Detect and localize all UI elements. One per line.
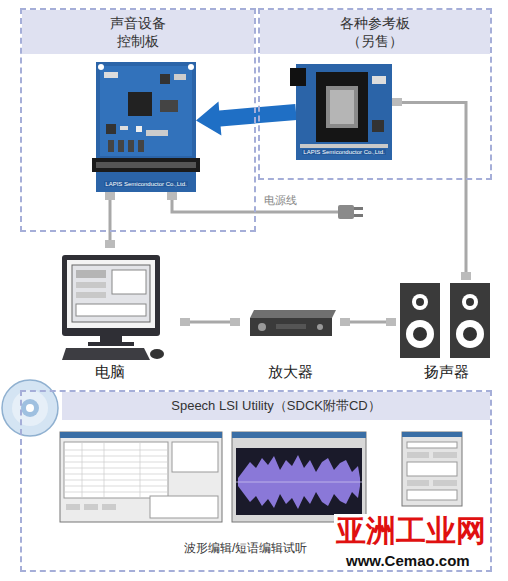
label-wrap: 电脑 <box>40 363 180 382</box>
board-label: LAPIS Semiconductor Co.,Ltd. <box>104 181 187 187</box>
device-label: 电脑 <box>95 363 125 380</box>
header-band: Speech LSI Utility（SDCK附带CD） <box>62 392 490 420</box>
board-label-strip: LAPIS Semiconductor Co.,Ltd. <box>96 172 196 190</box>
amplifier-icon: 放大器 <box>240 300 340 384</box>
computer-icon: 电脑 <box>40 248 180 384</box>
region-panel: 各种参考板 （另售） LAPIS Semiconductor Co.,Ltd. <box>258 8 492 180</box>
device-label: 放大器 <box>268 363 313 380</box>
board-photo: LAPIS Semiconductor Co.,Ltd. <box>296 64 392 160</box>
speaker-icon: 扬声器 <box>396 280 496 384</box>
label-wrap: 扬声器 <box>396 363 496 382</box>
header-band: 各种参考板 （另售） <box>260 10 490 54</box>
region-panel: 声音设备 控制板 LAPIS Semiconductor Co.,Ltd. <box>20 8 256 232</box>
device-label: 扬声器 <box>424 363 469 380</box>
header-text: 各种参考板 （另售） <box>333 14 417 50</box>
watermark-url: www.Cemao.com <box>344 552 472 569</box>
caption-text: 波形编辑/短语编辑试听 <box>182 541 309 555</box>
big-arrow <box>196 102 297 136</box>
header-band: 声音设备 控制板 <box>22 10 254 54</box>
caption-wrap: 波形编辑/短语编辑试听 <box>182 538 309 557</box>
header-text: 声音设备 控制板 <box>102 14 174 50</box>
header-text: Speech LSI Utility（SDCK附带CD） <box>171 397 381 415</box>
board-label: LAPIS Semiconductor Co.,Ltd. <box>302 149 385 155</box>
board-photo: LAPIS Semiconductor Co.,Ltd. <box>96 62 196 192</box>
cable-line <box>392 102 466 280</box>
watermark: 亚洲工业网 <box>334 514 488 547</box>
board-label-strip: LAPIS Semiconductor Co.,Ltd. <box>296 140 392 158</box>
cord-label: 电源线 <box>262 193 299 208</box>
cable-line <box>109 192 112 248</box>
label-wrap: 放大器 <box>240 363 340 382</box>
